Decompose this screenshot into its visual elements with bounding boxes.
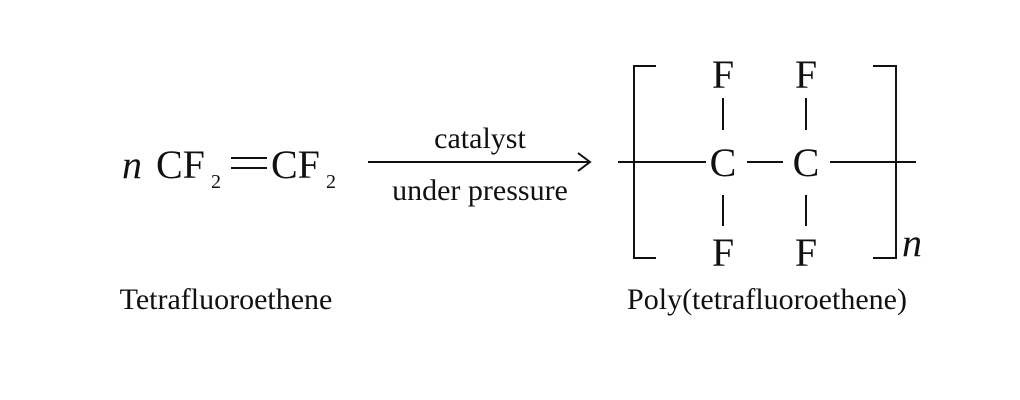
repeat-subscript: n [902, 220, 922, 265]
reactant-left-subscript: 2 [211, 171, 221, 193]
condition-catalyst: catalyst [434, 122, 526, 155]
carbon-right: C [793, 140, 820, 185]
product-name: Poly(tetrafluoroethene) [627, 283, 907, 316]
reactant-name: Tetrafluoroethene [120, 283, 333, 316]
reactant-left-group: CF [156, 142, 205, 187]
fluorine-top-right: F [795, 52, 817, 97]
reactant-formula: n CF 2 CF 2 [122, 142, 336, 193]
reaction-arrow-group: catalyst under pressure [368, 122, 592, 207]
reaction-arrow-head [577, 152, 592, 172]
fluorine-top-left: F [712, 52, 734, 97]
reactant-coefficient: n [122, 142, 142, 187]
condition-pressure: under pressure [392, 174, 568, 207]
reactant-right-group: CF [271, 142, 320, 187]
fluorine-bottom-left: F [712, 230, 734, 275]
reactant-right-subscript: 2 [326, 171, 336, 193]
product-structure: F F C C F F n [618, 52, 922, 275]
fluorine-bottom-right: F [795, 230, 817, 275]
carbon-left: C [710, 140, 737, 185]
